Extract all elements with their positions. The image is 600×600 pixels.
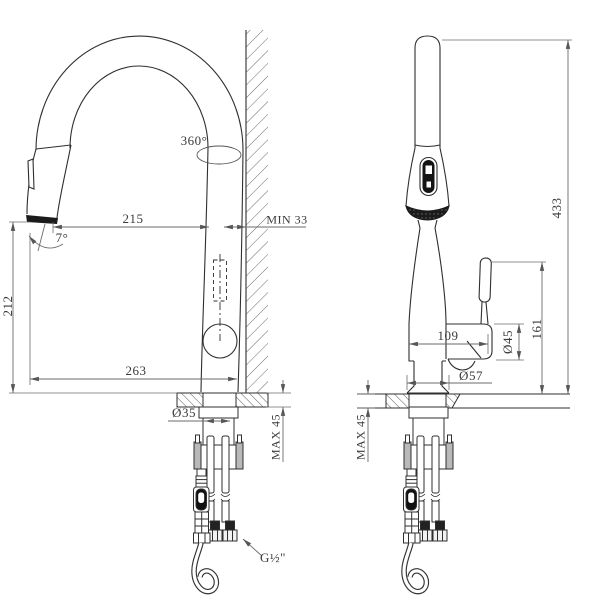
body-logo-circle xyxy=(202,323,238,359)
gooseneck-inner xyxy=(69,65,209,149)
countertop-section-front-view xyxy=(357,393,570,409)
handle-front xyxy=(445,257,493,371)
under-counter-assembly-side xyxy=(194,407,244,592)
handle-lever xyxy=(478,257,492,303)
spray-head-front xyxy=(405,147,450,221)
swivel-rotation-label: 360° xyxy=(180,133,208,148)
swivel-ellipse xyxy=(196,145,242,165)
overall-height-label: 433 xyxy=(549,197,564,219)
spray-outlet xyxy=(26,215,58,224)
wall-section xyxy=(245,30,268,393)
handle-offset-label: 109 xyxy=(437,328,459,343)
handle-height-label: 161 xyxy=(529,318,544,340)
thread-leader xyxy=(242,538,263,557)
angle-arc xyxy=(28,235,64,249)
spray-angle-label: 7° xyxy=(55,230,69,245)
spout-tube-front xyxy=(414,35,441,148)
dimension-lines xyxy=(9,39,572,557)
handle-diameter-label: Ø45 xyxy=(500,330,515,354)
spout-reach-label: 215 xyxy=(122,211,144,226)
under-counter-assembly-front xyxy=(404,407,454,592)
spray-face xyxy=(405,205,450,221)
base-diameter-label: Ø57 xyxy=(459,368,483,383)
deck-thickness-side-label: MAX 45 xyxy=(268,413,283,461)
spray-head-side xyxy=(26,144,72,224)
deck-thickness-front-label: MAX 45 xyxy=(353,413,368,461)
thread-size-label: G½" xyxy=(260,550,286,565)
spray-button-panel xyxy=(419,156,438,197)
wall-clearance-label: MIN 33 xyxy=(266,212,308,227)
faucet-side-view xyxy=(26,35,244,393)
hole-diameter-label: Ø35 xyxy=(172,405,196,420)
spray-mode-button xyxy=(426,181,431,188)
spray-mode-button xyxy=(425,165,432,174)
gooseneck-outer xyxy=(35,35,244,151)
spray-button xyxy=(27,158,35,190)
overall-reach-label: 263 xyxy=(125,363,147,378)
outlet-height-label: 212 xyxy=(0,295,15,317)
hidden-cartridge xyxy=(213,259,227,302)
faucet-front-view xyxy=(405,35,493,394)
